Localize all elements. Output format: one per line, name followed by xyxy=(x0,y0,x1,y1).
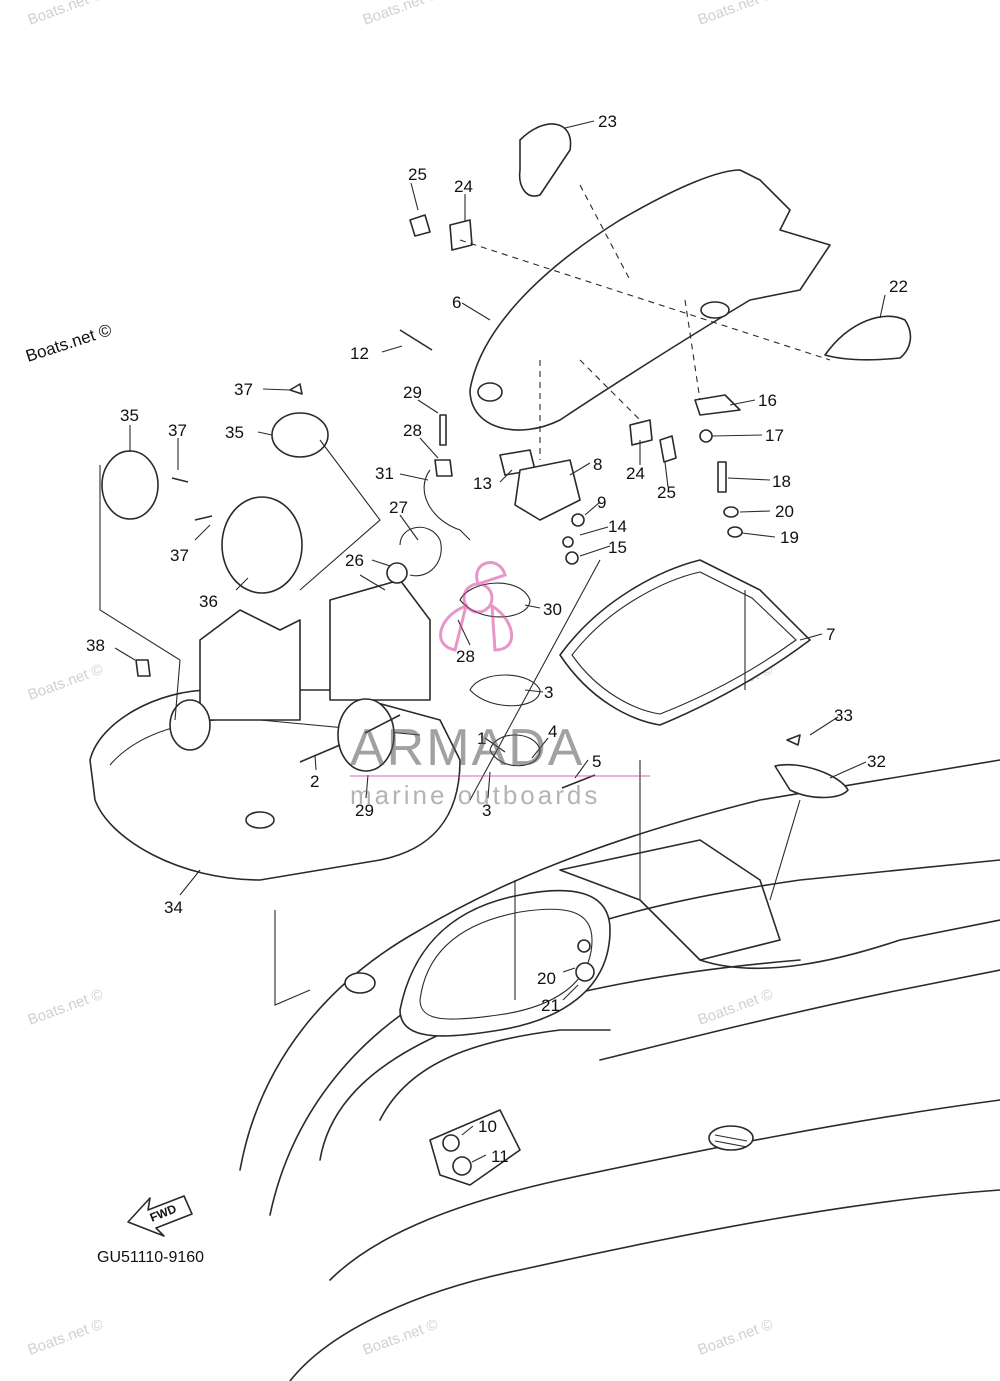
callout-20: 20 xyxy=(537,969,556,988)
callout-3: 3 xyxy=(482,801,491,820)
callout-16: 16 xyxy=(758,391,777,410)
callout-11: 11 xyxy=(491,1147,509,1166)
callout-4: 4 xyxy=(548,722,557,741)
callout-35: 35 xyxy=(225,423,244,442)
callout-14: 14 xyxy=(608,517,627,536)
callout-32: 32 xyxy=(867,752,886,771)
callout-labels: 23 25 24 6 22 12 37 35 35 37 29 28 16 17… xyxy=(86,112,908,1166)
callout-10: 10 xyxy=(478,1117,497,1136)
callout-37: 37 xyxy=(168,421,187,440)
watermark: Boats.net © xyxy=(361,1316,441,1359)
storage-tray xyxy=(89,579,461,881)
watermark: Boats.net © xyxy=(26,0,106,29)
callout-37: 37 xyxy=(234,380,253,399)
callout-26: 26 xyxy=(345,551,364,570)
diagram-code: GU51110-9160 xyxy=(97,1249,204,1266)
callout-29: 29 xyxy=(355,801,374,820)
callout-28: 28 xyxy=(403,421,422,440)
callout-18: 18 xyxy=(772,472,791,491)
callout-35: 35 xyxy=(120,406,139,425)
hull-deck xyxy=(239,759,1000,1381)
callout-33: 33 xyxy=(834,706,853,725)
callout-36: 36 xyxy=(199,592,218,611)
callout-19: 19 xyxy=(780,528,799,547)
callout-23: 23 xyxy=(598,112,617,131)
callout-7: 7 xyxy=(826,625,835,644)
callout-9: 9 xyxy=(597,493,606,512)
callout-37: 37 xyxy=(170,546,189,565)
callout-22: 22 xyxy=(889,277,908,296)
watermark: Boats.net © xyxy=(696,986,776,1029)
watermark: Boats.net © xyxy=(696,1316,776,1359)
boats-net-credit: Boats.net © xyxy=(23,320,114,366)
callout-17: 17 xyxy=(765,426,784,445)
watermark: Boats.net © xyxy=(696,0,776,29)
callout-21: 21 xyxy=(541,996,560,1015)
brand-name: ARMADA xyxy=(350,719,584,777)
callout-6: 6 xyxy=(452,293,461,312)
armada-logo: ARMADA marine outboards xyxy=(350,561,650,810)
engine-hood xyxy=(469,123,912,431)
callout-2: 2 xyxy=(310,772,319,791)
hardware xyxy=(135,214,849,799)
callout-25: 25 xyxy=(657,483,676,502)
callout-15: 15 xyxy=(608,538,627,557)
callout-12: 12 xyxy=(350,344,369,363)
covers xyxy=(101,412,329,594)
callout-38: 38 xyxy=(86,636,105,655)
callout-13: 13 xyxy=(473,474,492,493)
watermark: Boats.net © xyxy=(361,0,441,29)
fwd-arrow: FWD xyxy=(127,1195,193,1237)
callout-8: 8 xyxy=(593,455,602,474)
callout-34: 34 xyxy=(164,898,183,917)
seal-gasket xyxy=(559,559,811,726)
callout-1: 1 xyxy=(477,729,486,748)
watermark: Boats.net © xyxy=(26,661,106,704)
callout-27: 27 xyxy=(389,498,408,517)
callout-29: 29 xyxy=(403,383,422,402)
watermark: Boats.net © xyxy=(26,1316,106,1359)
watermark: Boats.net © xyxy=(26,986,106,1029)
callout-28: 28 xyxy=(456,647,475,666)
callout-3: 3 xyxy=(544,683,553,702)
callout-5: 5 xyxy=(592,752,601,771)
callout-24: 24 xyxy=(454,177,473,196)
callout-24: 24 xyxy=(626,464,645,483)
brand-tagline: marine outboards xyxy=(350,780,600,810)
callout-30: 30 xyxy=(543,600,562,619)
callout-31: 31 xyxy=(375,464,394,483)
callout-20: 20 xyxy=(775,502,794,521)
callout-25: 25 xyxy=(408,165,427,184)
